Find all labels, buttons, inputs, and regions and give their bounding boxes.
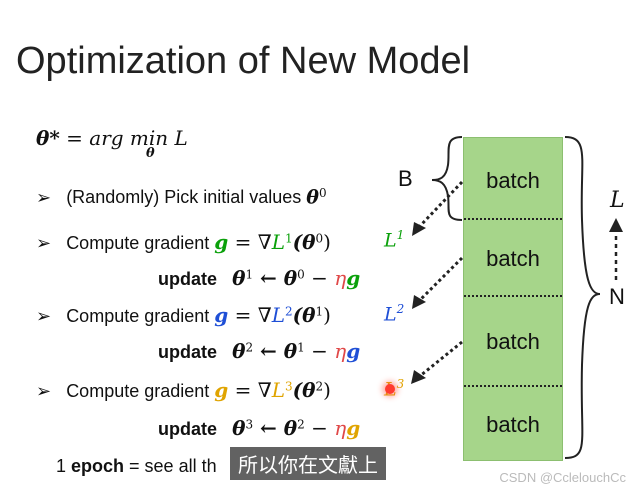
brace-label-B: B — [398, 166, 413, 191]
gradient-g: g — [214, 378, 229, 402]
arrow-label-L: L — [610, 188, 625, 213]
update-sup2: 2 — [297, 417, 305, 432]
batch-label-2: batch — [486, 246, 540, 271]
bullet-icon: ➢ — [36, 187, 52, 209]
close-paren: ) — [323, 303, 331, 327]
bullet-icon: ➢ — [36, 381, 52, 402]
arrow-batch2-to-L2 — [418, 256, 464, 302]
batch-column: batch batch batch batch — [463, 137, 563, 461]
equals-nabla: = ∇ — [228, 230, 272, 254]
update-theta: θ — [232, 339, 246, 363]
arg-theta: (θ — [292, 303, 316, 327]
equals-nabla: = ∇ — [228, 303, 272, 327]
batch-label-4: batch — [486, 412, 540, 437]
arrow-head-3 — [411, 370, 426, 384]
compute-text: Compute gradient — [66, 381, 215, 401]
arg-theta: (θ — [292, 378, 316, 402]
arrow-head-1 — [412, 222, 426, 236]
loss-L: L — [271, 230, 285, 254]
theta-superscript: 0 — [318, 186, 327, 200]
pick-initial-row: ➢ (Randomly) Pick initial values θ0 — [36, 186, 327, 208]
update-sup2: 0 — [297, 267, 305, 282]
update-g: g — [346, 339, 361, 363]
batch-divider — [464, 385, 562, 387]
bullet-icon: ➢ — [36, 233, 52, 254]
update-sup: 2 — [245, 340, 254, 355]
loss-L: L — [271, 303, 285, 327]
compute-gradient-row-1: ➢ Compute gradient g = ∇L1(θ0) — [36, 230, 331, 254]
update-minus: − — [304, 339, 335, 363]
batch-label-1: batch — [486, 168, 540, 193]
batch-label-3: batch — [486, 329, 540, 354]
update-minus: − — [304, 266, 335, 290]
update-row-1: update θ1 ← θ0 − ηg — [158, 266, 360, 290]
loss-sup: 3 — [284, 379, 293, 394]
epoch-word: epoch — [71, 456, 125, 476]
close-paren: ) — [323, 378, 331, 402]
video-subtitle: 所以你在文獻上 — [230, 447, 386, 480]
batch-divider — [464, 218, 562, 220]
update-sup: 3 — [245, 417, 254, 432]
update-arrow: ← θ — [253, 339, 298, 363]
compute-text: Compute gradient — [66, 233, 215, 253]
compute-gradient-row-2: ➢ Compute gradient g = ∇L2(θ1) — [36, 303, 331, 327]
update-row-2: update θ2 ← θ1 − ηg — [158, 339, 360, 363]
update-theta: θ — [232, 416, 246, 440]
learning-rate-eta: η — [334, 339, 347, 363]
objective-formula: θ* = arg min L — [36, 126, 188, 150]
bullet-icon: ➢ — [36, 306, 52, 327]
watermark: CSDN @CclelouchCc — [499, 470, 626, 485]
update-sup2: 1 — [297, 340, 305, 355]
epoch-prefix: 1 — [56, 456, 72, 476]
learning-rate-eta: η — [334, 416, 347, 440]
right-brace-N — [564, 136, 601, 459]
update-arrow: ← θ — [253, 416, 298, 440]
arg-sup: 2 — [315, 379, 324, 394]
argmin-subscript: θ — [146, 146, 155, 161]
arrow-head-2 — [412, 295, 426, 309]
left-brace-B — [431, 136, 463, 221]
update-label: update — [158, 342, 218, 362]
equals-nabla: = ∇ — [228, 378, 272, 402]
loss-up-arrow-head — [609, 218, 623, 232]
epoch-line: 1 epoch = see all th — [56, 456, 217, 477]
arg-sup: 0 — [315, 231, 324, 246]
learning-rate-eta: η — [334, 266, 347, 290]
update-sup: 1 — [245, 267, 254, 282]
arrow-batch1-to-L1 — [418, 180, 464, 228]
update-label: update — [158, 269, 218, 289]
gradient-g: g — [214, 303, 229, 327]
theta-symbol: θ — [306, 186, 319, 209]
compute-text: Compute gradient — [66, 306, 215, 326]
loss-symbol: L — [174, 126, 188, 150]
update-row-3: update θ3 ← θ2 − ηg — [158, 416, 360, 440]
side-loss-2: L2 — [384, 302, 405, 326]
slide-title: Optimization of New Model — [16, 40, 471, 82]
loss-sup: 1 — [284, 231, 293, 246]
batch-divider — [464, 295, 562, 297]
brace-label-N: N — [609, 284, 625, 309]
arg-theta: (θ — [292, 230, 316, 254]
arg-min: = arg min — [59, 126, 175, 150]
update-arrow: ← θ — [253, 266, 298, 290]
update-label: update — [158, 419, 218, 439]
close-paren: ) — [323, 230, 331, 254]
update-g: g — [346, 266, 361, 290]
arg-sup: 1 — [315, 304, 324, 319]
side-loss-1: L1 — [384, 228, 405, 252]
theta-star: θ* — [36, 126, 60, 150]
loss-L: L — [271, 378, 285, 402]
compute-gradient-row-3: ➢ Compute gradient g = ∇L3(θ2) — [36, 378, 331, 402]
arrow-batch3-to-L3 — [419, 340, 463, 378]
gradient-g: g — [214, 230, 229, 254]
update-theta: θ — [232, 266, 246, 290]
epoch-rest: = see all th — [124, 456, 217, 476]
loss-sup: 2 — [284, 304, 293, 319]
pick-text: (Randomly) Pick initial values — [66, 187, 307, 208]
update-g: g — [346, 416, 361, 440]
update-minus: − — [304, 416, 335, 440]
laser-pointer-dot — [385, 384, 395, 394]
